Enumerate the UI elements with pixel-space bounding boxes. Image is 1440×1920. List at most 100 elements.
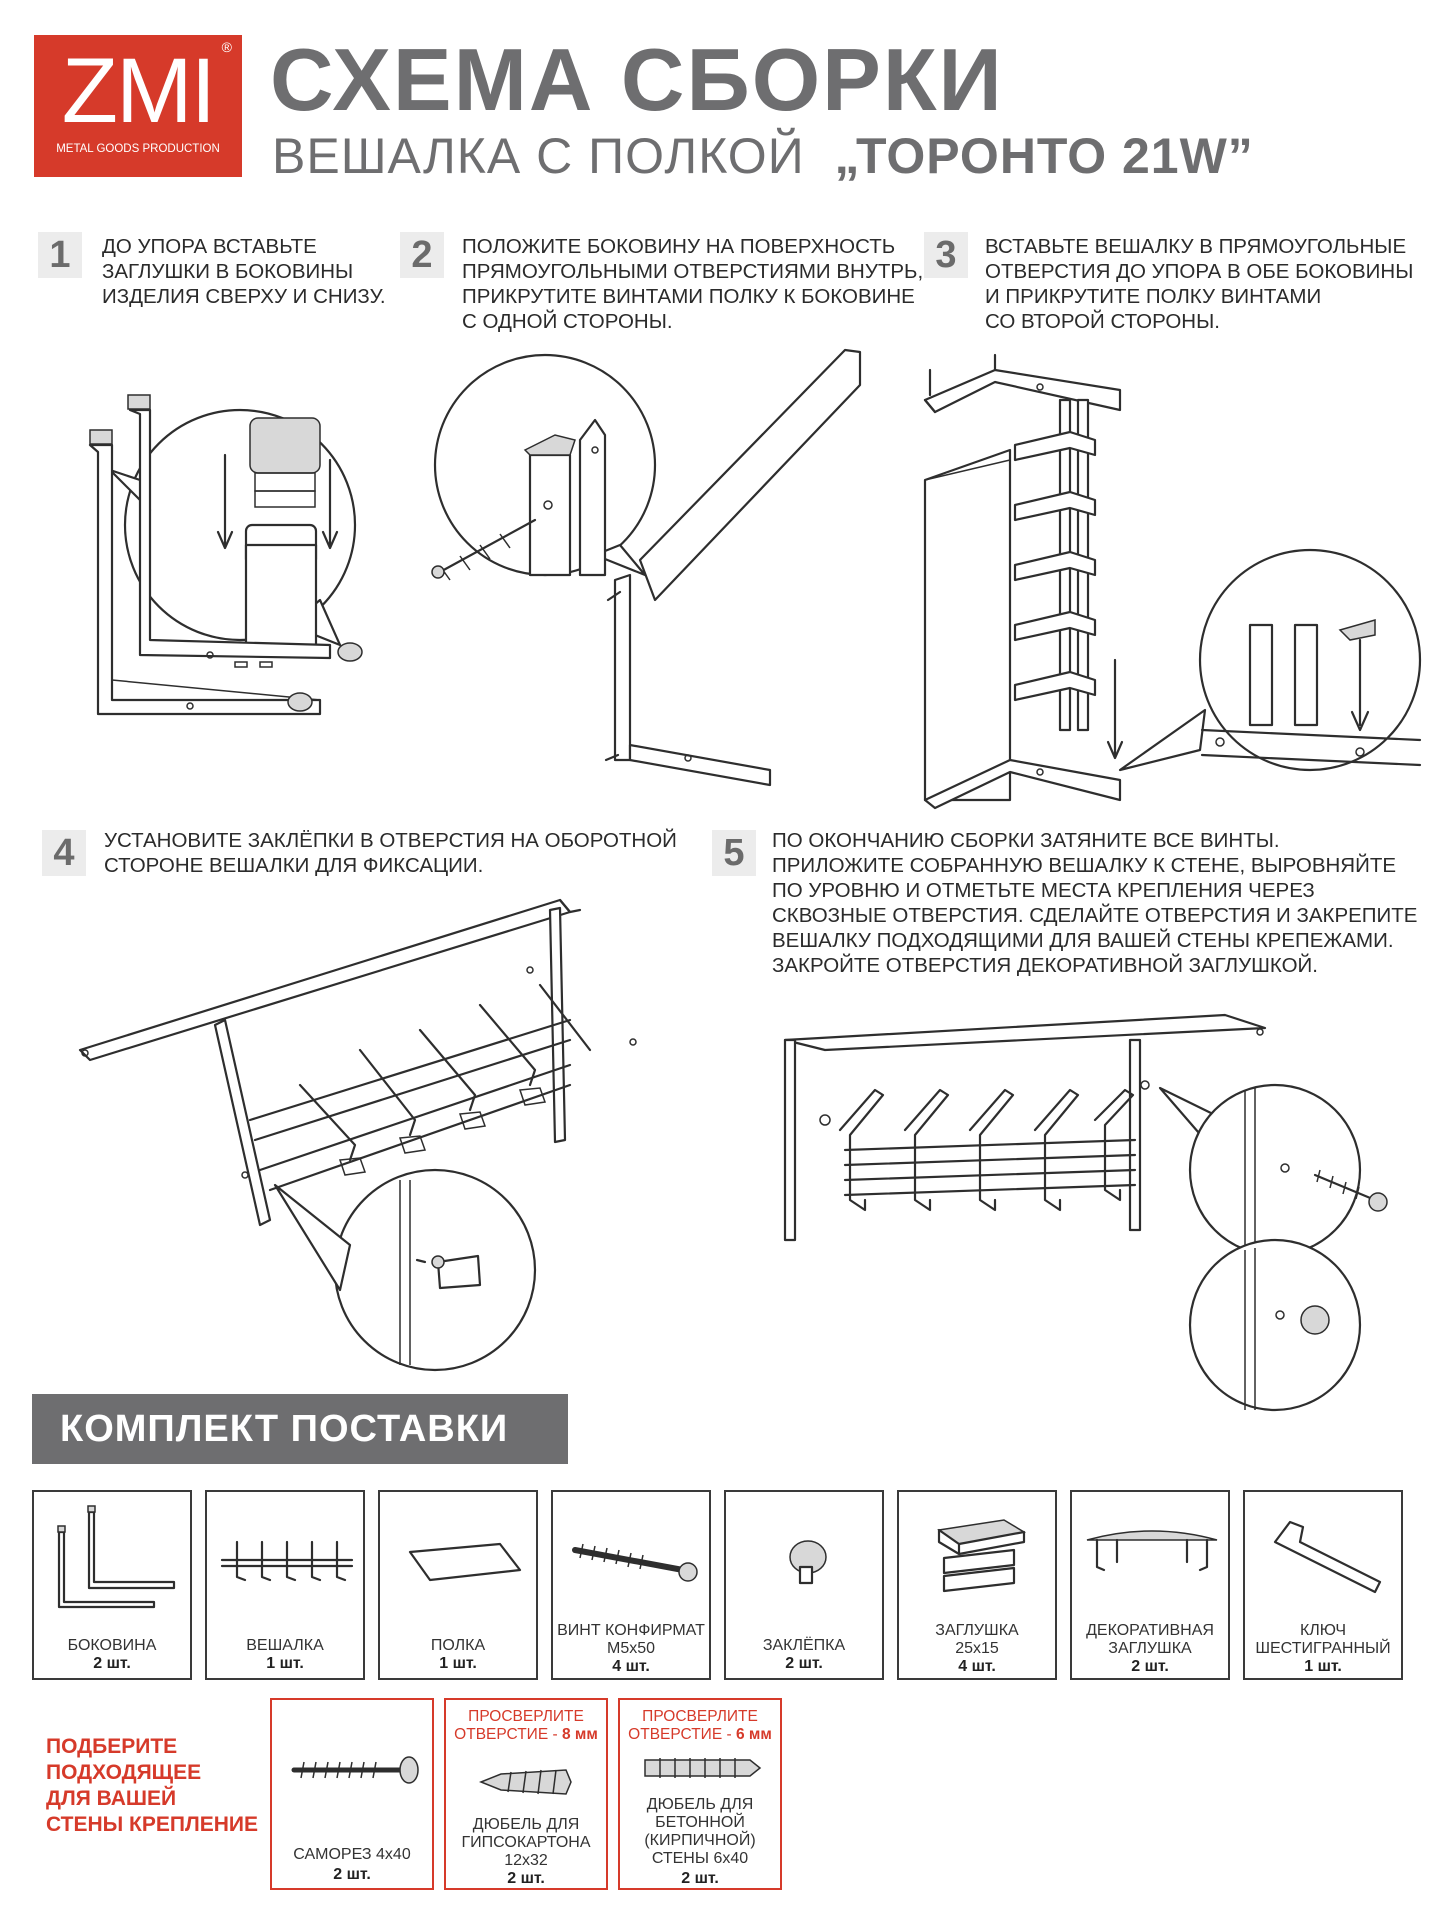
hook-rail-bar [248, 1018, 572, 1122]
kit-item-name: ПОЛКА [430, 1637, 486, 1654]
kit-item-name: ДЕКОРАТИВНАЯ ЗАГЛУШКА [1086, 1622, 1214, 1657]
step-4-illustration [78, 898, 637, 1372]
side-frame-icon [57, 1505, 176, 1609]
kit-item-qty: 2 шт. [785, 1655, 823, 1672]
arrow-down-icon [1350, 638, 1370, 732]
registered-mark: ® [221, 39, 232, 55]
kit-item-qty: 4 шт. [958, 1658, 996, 1675]
hook-rail-icon [220, 1540, 354, 1582]
page-title: СХЕМА СБОРКИ [270, 30, 1004, 129]
drill-note: ПРОСВЕРЛИТЕ ОТВЕРСТИЕ - 6 мм [628, 1708, 772, 1743]
fastener-self-tapping-screw: САМОРЕЗ 4х40 2 шт. [270, 1698, 434, 1890]
arrow-down-icon [1106, 658, 1124, 760]
drywall-anchor-icon [478, 1769, 572, 1795]
side-frame-bottom [923, 758, 1122, 810]
hook-arms [298, 983, 592, 1162]
side-frame-front [128, 408, 332, 660]
kit-item-end-cap: ЗАГЛУШКА 25х15 4 шт. [897, 1490, 1057, 1680]
kit-item-name: КЛЮЧ ШЕСТИГРАННЫЙ [1255, 1622, 1391, 1657]
arrow-down-icon [321, 458, 339, 550]
step-5-number: 5 [712, 830, 756, 876]
hook-rail-bar [843, 1138, 1137, 1197]
tube-detail [244, 543, 318, 647]
kit-item-qty: 1 шт. [1304, 1658, 1342, 1675]
cap-bottom [337, 642, 363, 662]
detail-magnifier-circle [1188, 1083, 1362, 1257]
kit-item-qty: 1 шт. [266, 1655, 304, 1672]
side-foot [628, 743, 772, 787]
step-2-text: ПОЛОЖИТЕ БОКОВИНУ НА ПОВЕРХНОСТЬ ПРЯМОУГ… [462, 235, 924, 333]
logo-tagline: METAL GOODS PRODUCTION [56, 143, 220, 155]
self-tapping-screw-icon [291, 1756, 419, 1784]
kit-item-qty: 4 шт. [612, 1658, 650, 1675]
hook-arm [1013, 610, 1097, 642]
fastener-concrete-dowel: ПРОСВЕРЛИТЕ ОТВЕРСТИЕ - 6 мм ДЮБЕЛЬ ДЛЯ … [618, 1698, 782, 1890]
rivet-icon [789, 1540, 827, 1585]
kit-item-rivet: ЗАКЛЁПКА 2 шт. [724, 1490, 884, 1680]
step-4-text: УСТАНОВИТЕ ЗАКЛЁПКИ В ОТВЕРСТИЯ НА ОБОРО… [104, 829, 677, 877]
side-frame-back [88, 443, 322, 716]
side-post [613, 573, 632, 762]
detail-magnifier-circle [1188, 1238, 1362, 1412]
decorative-cap-detail [1300, 1305, 1330, 1335]
hook-arm [1013, 490, 1097, 522]
kit-item-confirmat-screw: ВИНТ КОНФИРМАТ М5х50 4 шт. [551, 1490, 711, 1680]
kit-item-side-frame: БОКОВИНА 2 шт. [32, 1490, 192, 1680]
end-cap-detail [249, 417, 321, 474]
shelf-board [638, 348, 862, 602]
kit-item-qty: 1 шт. [439, 1655, 477, 1672]
fastener-qty: 2 шт. [507, 1870, 545, 1887]
hex-key-icon [1273, 1520, 1382, 1594]
concrete-dowel-icon [644, 1758, 762, 1778]
fastener-name: САМОРЕЗ 4х40 [293, 1846, 411, 1863]
cap-top-2 [89, 429, 113, 445]
kit-item-qty: 2 шт. [1131, 1658, 1169, 1675]
fastener-name: ДЮБЕЛЬ ДЛЯ ГИПСОКАРТОНА 12х32 [461, 1816, 591, 1869]
side-post-left [783, 1038, 797, 1242]
step-5-text: ПО ОКОНЧАНИЮ СБОРКИ ЗАТЯНИТЕ ВСЕ ВИНТЫ. … [772, 829, 1418, 977]
side-frame-top [923, 368, 1122, 414]
kit-item-name: БОКОВИНА [67, 1637, 157, 1654]
shelf-board-icon [408, 1542, 522, 1582]
subtitle-model: „ТОРОНТО 21W” [834, 128, 1254, 184]
arrow-down-icon [216, 453, 234, 550]
step-1-illustration [88, 394, 363, 716]
side-tube-detail [528, 453, 572, 577]
page-subtitle: ВЕШАЛКА С ПОЛКОЙ „ТОРОНТО 21W” [272, 126, 1254, 186]
step-3-text: ВСТАВЬТЕ ВЕШАЛКУ В ПРЯМОУГОЛЬНЫЕ ОТВЕРСТ… [985, 235, 1414, 333]
fastener-qty: 2 шт. [333, 1866, 371, 1883]
shelf-board [78, 898, 572, 1062]
side-post-right [1128, 1038, 1142, 1232]
shelf-board-detail [578, 418, 607, 577]
cap-bottom-2 [287, 692, 313, 712]
rivet-detail [431, 1255, 445, 1269]
decorative-cap-icon [1086, 1530, 1218, 1572]
fastener-drywall-anchor: ПРОСВЕРЛИТЕ ОТВЕРСТИЕ - 8 мм ДЮБЕЛЬ ДЛЯ … [444, 1698, 608, 1890]
step-2-number: 2 [400, 232, 444, 278]
hook-arm [1013, 550, 1097, 582]
screw-detail [438, 518, 537, 574]
kit-item-name: ЗАГЛУШКА 25х15 [935, 1622, 1019, 1657]
step-3-number: 3 [924, 232, 968, 278]
brand-logo: ZMI ® METAL GOODS PRODUCTION [34, 35, 242, 177]
cap-top [127, 394, 151, 410]
step-2-illustration [431, 348, 862, 787]
fastener-qty: 2 шт. [681, 1870, 719, 1887]
detail-magnifier-circle [333, 1168, 537, 1372]
kit-item-name: ВЕШАЛКА [246, 1637, 324, 1654]
kit-item-name: ВИНТ КОНФИРМАТ М5х50 [557, 1622, 705, 1657]
step-4-number: 4 [42, 830, 86, 876]
kit-item-shelf: ПОЛКА 1 шт. [378, 1490, 538, 1680]
hook-arms [838, 1088, 1135, 1212]
confirmat-screw-icon [572, 1543, 698, 1582]
fastener-name: ДЮБЕЛЬ ДЛЯ БЕТОННОЙ (КИРПИЧНОЙ) СТЕНЫ 6х… [644, 1796, 756, 1867]
hook-arm [1013, 430, 1097, 462]
end-cap-icon [937, 1519, 1027, 1593]
pick-fastener-note: ПОДБЕРИТЕ ПОДХОДЯЩЕЕ ДЛЯ ВАШЕЙ СТЕНЫ КРЕ… [46, 1735, 258, 1836]
kit-item-hook-rail: ВЕШАЛКА 1 шт. [205, 1490, 365, 1680]
hook-arm [1013, 670, 1097, 702]
kit-title: КОМПЛЕКТ ПОСТАВКИ [60, 1408, 509, 1450]
step-5-illustration [783, 1013, 1388, 1412]
side-post-left [213, 1018, 272, 1227]
kit-item-name: ЗАКЛЁПКА [762, 1637, 846, 1654]
